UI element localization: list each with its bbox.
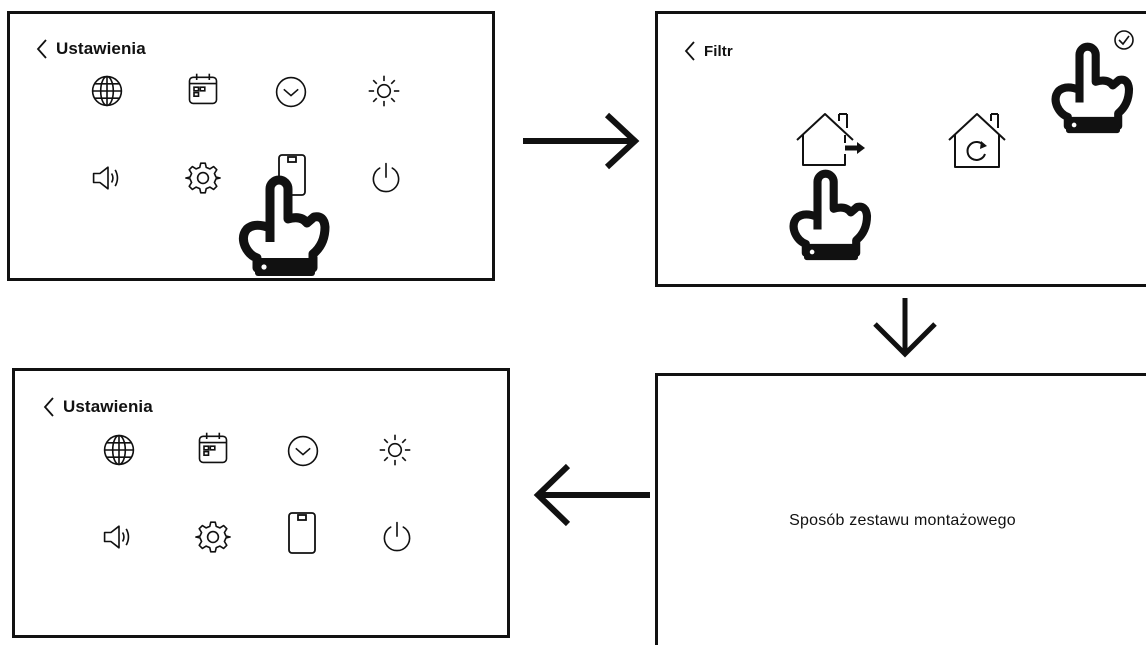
calendar-icon[interactable] <box>185 71 221 107</box>
speaker-icon[interactable] <box>101 519 137 555</box>
settings-screen-before: Ustawienia <box>7 11 495 281</box>
globe-icon[interactable] <box>101 432 137 468</box>
screen-message: Sposób zestawu montażowego <box>789 512 1016 529</box>
gear-icon[interactable] <box>185 160 221 196</box>
arrow-left <box>533 463 650 527</box>
screen-header: Filtr <box>684 40 733 62</box>
calendar-icon[interactable] <box>195 430 231 466</box>
power-icon[interactable] <box>379 519 415 555</box>
screen-title: Ustawienia <box>63 397 153 416</box>
installation-kit-screen: Sposób zestawu montażowego <box>655 373 1146 645</box>
gear-icon[interactable] <box>195 519 231 555</box>
clock-icon[interactable] <box>285 433 321 469</box>
back-chevron-icon[interactable] <box>684 40 696 62</box>
speaker-icon[interactable] <box>90 160 126 196</box>
arrow-right <box>523 112 640 170</box>
globe-icon[interactable] <box>89 73 125 109</box>
power-icon[interactable] <box>368 160 404 196</box>
screen-title: Ustawienia <box>56 39 146 58</box>
screen-header: Ustawienia <box>43 396 153 418</box>
filter-screen: Filtr <box>655 11 1146 287</box>
filter-icon[interactable] <box>287 511 317 555</box>
settings-screen-after: Ustawienia <box>12 368 510 638</box>
confirm-check-icon[interactable] <box>1113 29 1135 51</box>
house-exit-icon[interactable] <box>795 110 865 170</box>
back-chevron-icon[interactable] <box>43 396 55 418</box>
brightness-icon[interactable] <box>366 73 402 109</box>
brightness-icon[interactable] <box>377 432 413 468</box>
house-refresh-icon[interactable] <box>947 110 1007 172</box>
screen-header: Ustawienia <box>36 38 146 60</box>
pointing-hand-icon <box>1048 39 1138 139</box>
back-chevron-icon[interactable] <box>36 38 48 60</box>
pointing-hand-icon <box>786 166 876 266</box>
clock-icon[interactable] <box>273 74 309 110</box>
pointing-hand-icon <box>235 172 335 282</box>
screen-title: Filtr <box>704 42 733 60</box>
arrow-down <box>873 298 937 358</box>
